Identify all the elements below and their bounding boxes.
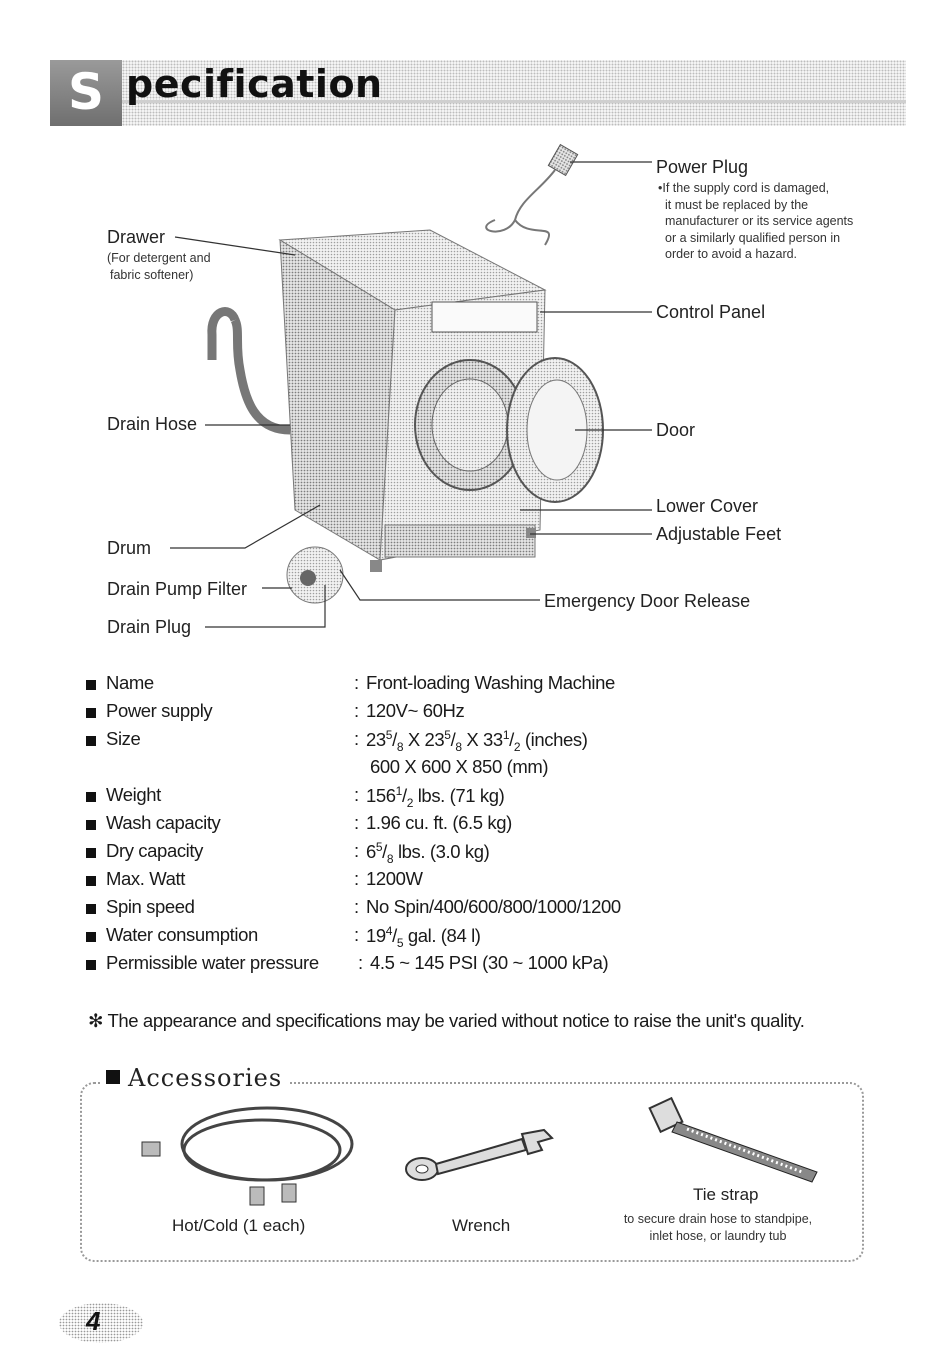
- page-number-badge: [59, 1303, 143, 1343]
- spec-name: Wash capacity: [106, 812, 221, 833]
- spec-list: Name: Front-loading Washing Machine Power…: [86, 672, 886, 980]
- tie-strap-note: to secure drain hose to standpipe, inlet…: [578, 1211, 858, 1245]
- spec-name: Name: [106, 672, 154, 693]
- bullet-icon: [86, 904, 96, 914]
- drawer-note-line: (For detergent and: [107, 251, 211, 265]
- label-emergency-door-release: Emergency Door Release: [544, 591, 751, 611]
- drawer-note-line: fabric softener): [110, 267, 194, 282]
- tie-strap-note-line: to secure drain hose to standpipe,: [623, 1212, 813, 1226]
- label-drum: Drum: [107, 538, 151, 558]
- spec-value: Front-loading Washing Machine: [366, 672, 615, 693]
- spec-name: Power supply: [106, 700, 213, 721]
- spec-colon: :: [354, 840, 359, 861]
- bullet-icon: [86, 792, 96, 802]
- spec-name: Water consumption: [106, 924, 258, 945]
- drawer-note: (For detergent and fabric softener): [107, 250, 211, 283]
- spec-name: Permissible water pressure: [106, 952, 319, 973]
- spec-name: Size: [106, 728, 141, 749]
- label-drawer: Drawer: [107, 227, 166, 247]
- spec-colon: :: [354, 728, 359, 749]
- title-strip: [50, 100, 906, 103]
- spec-row: Wash capacity:1.96 cu. ft. (6.5 kg): [86, 812, 886, 840]
- spec-colon: :: [354, 868, 359, 889]
- power-plug-note-line: order to avoid a hazard.: [665, 247, 798, 261]
- tie-strap-icon: [648, 1096, 818, 1183]
- hose-fitting-icon: [249, 1186, 265, 1206]
- accessories-title: Accessories: [128, 1064, 283, 1092]
- power-plug-note-line: it must be replaced by the: [665, 197, 809, 212]
- spec-value: 4.5 ~ 145 PSI (30 ~ 1000 kPa): [370, 952, 609, 973]
- spec-name: Weight: [106, 784, 161, 805]
- label-lower-cover: Lower Cover: [656, 496, 759, 516]
- title-band: S pecification: [50, 60, 906, 126]
- label-power-plug: Power Plug: [656, 157, 749, 177]
- label-door: Door: [656, 420, 696, 440]
- page-number-text: 4: [86, 1306, 101, 1336]
- spec-value: 1.96 cu. ft. (6.5 kg): [366, 812, 512, 833]
- spec-value: 600 X 600 X 850 (mm): [370, 756, 549, 777]
- label-drain-hose: Drain Hose: [107, 414, 198, 434]
- spec-name: Max. Watt: [106, 868, 185, 889]
- hose-fitting-icon: [141, 1141, 161, 1157]
- tie-strap-note-line: inlet hose, or laundry tub: [649, 1229, 787, 1243]
- spec-colon: :: [354, 812, 359, 833]
- label-wrench: Wrench: [452, 1216, 511, 1235]
- power-plug-note-line: or a similarly qualified person in: [665, 230, 841, 245]
- label-control-panel: Control Panel: [656, 302, 766, 322]
- bullet-icon: [86, 708, 96, 718]
- title-initial: S: [50, 60, 122, 126]
- spec-name: Spin speed: [106, 896, 195, 917]
- spec-row: Water consumption:194/5 gal. (84 l): [86, 924, 886, 952]
- bullet-icon: [86, 848, 96, 858]
- label-drain-pump-filter: Drain Pump Filter: [107, 579, 248, 599]
- spec-row: Name: Front-loading Washing Machine: [86, 672, 886, 700]
- spec-colon: :: [358, 952, 363, 973]
- power-plug-note-line: manufacturer or its service agents: [665, 214, 854, 228]
- page-number: 4: [56, 1300, 146, 1346]
- spec-row: Size:235/8 X 235/8 X 331/2 (inches): [86, 728, 886, 756]
- spec-value: 65/8 lbs. (3.0 kg): [366, 840, 490, 866]
- bullet-icon: [106, 1070, 120, 1084]
- power-plug-note-line: •If the supply cord is damaged,: [658, 181, 830, 195]
- spec-colon: :: [354, 672, 359, 693]
- bullet-icon: [86, 680, 96, 690]
- accessories-box: [80, 1082, 864, 1262]
- spec-value: No Spin/400/600/800/1000/1200: [366, 896, 621, 917]
- bullet-icon: [86, 960, 96, 970]
- spec-row-continued: 600 X 600 X 850 (mm): [86, 756, 886, 784]
- spec-row: Spin speed: No Spin/400/600/800/1000/1200: [86, 896, 886, 924]
- label-hose: Hot/Cold (1 each): [172, 1216, 306, 1235]
- bullet-icon: [86, 820, 96, 830]
- washer-diagram: Power Plug •If the supply cord is damage…: [0, 130, 950, 650]
- power-plug-note: •If the supply cord is damaged, it must …: [658, 180, 853, 263]
- hose-fitting-icon: [281, 1183, 297, 1203]
- spec-name: Dry capacity: [106, 840, 203, 861]
- bullet-icon: [86, 932, 96, 942]
- spec-value: 194/5 gal. (84 l): [366, 924, 481, 950]
- spec-row: Dry capacity:65/8 lbs. (3.0 kg): [86, 840, 886, 868]
- spec-value: 1561/2 lbs. (71 kg): [366, 784, 505, 810]
- spec-value: 235/8 X 235/8 X 331/2 (inches): [366, 728, 588, 754]
- spec-colon: :: [354, 700, 359, 721]
- accessories-illustration: [141, 1096, 818, 1206]
- wrench-icon: [405, 1128, 554, 1181]
- label-adjustable-feet: Adjustable Feet: [656, 524, 782, 544]
- bullet-icon: [86, 736, 96, 746]
- bullet-icon: [86, 876, 96, 886]
- spec-value: 1200W: [366, 868, 423, 889]
- spec-row: Permissible water pressure:4.5 ~ 145 PSI…: [86, 952, 886, 980]
- spec-note: ✻ The appearance and specifications may …: [88, 1010, 805, 1031]
- spec-value: 120V~ 60Hz: [366, 700, 465, 721]
- spec-colon: :: [354, 924, 359, 945]
- spec-colon: :: [354, 784, 359, 805]
- accessories-heading: Accessories: [100, 1064, 289, 1092]
- spec-colon: :: [354, 896, 359, 917]
- spec-row: Max. Watt:1200W: [86, 868, 886, 896]
- spec-row: Power supply:120V~ 60Hz: [86, 700, 886, 728]
- label-tie-strap: Tie strap: [693, 1185, 759, 1204]
- washer-illustration: [170, 143, 652, 628]
- page-title: pecification: [126, 62, 383, 106]
- label-drain-plug: Drain Plug: [107, 617, 192, 637]
- spec-row: Weight:1561/2 lbs. (71 kg): [86, 784, 886, 812]
